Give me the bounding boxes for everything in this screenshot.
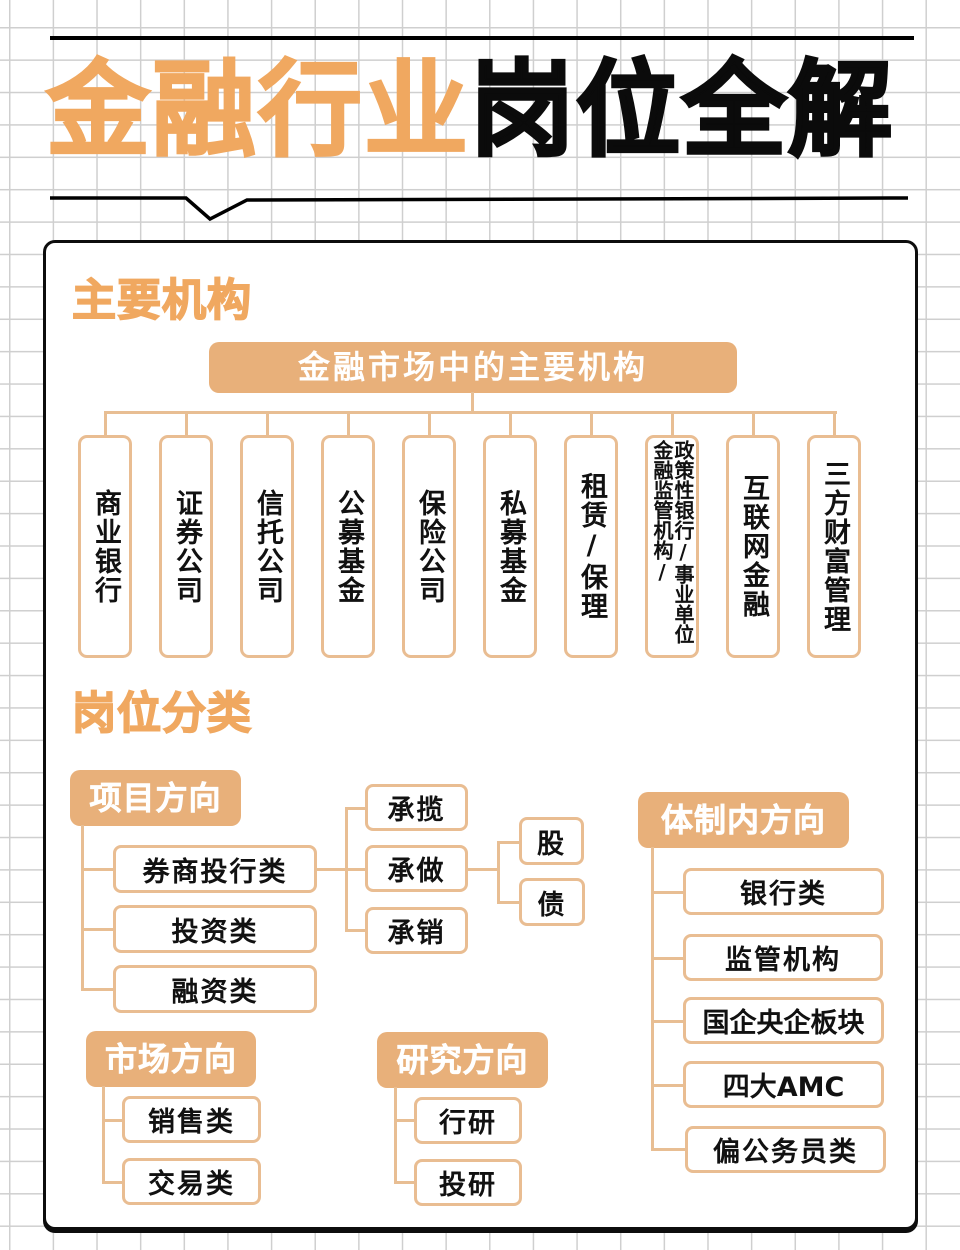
job-equity: 股 <box>519 817 584 865</box>
main-title-black: 岗位全解 <box>469 49 895 171</box>
connector-drop <box>671 411 674 436</box>
category-research-direction: 研究方向 <box>377 1032 548 1088</box>
category-project-direction: 项目方向 <box>70 770 241 826</box>
institution-trust-company: 信托公司 <box>240 435 294 658</box>
category-state-sector-direction: 体制内方向 <box>638 792 849 848</box>
institution-internet-finance: 互联网金融 <box>726 435 780 658</box>
header-top-rule <box>50 36 914 40</box>
connector-system-trunk <box>651 847 654 1150</box>
section-title-job-categories: 岗位分类 <box>71 688 252 740</box>
connector-branch <box>497 901 521 904</box>
institution-label: 私募基金 <box>495 488 526 605</box>
institution-securities-company: 证券公司 <box>159 435 213 658</box>
connector-drop <box>509 411 512 436</box>
main-title-orange: 金融行业 <box>45 49 471 171</box>
institution-label-col2: 金融监管机构/ <box>650 440 674 584</box>
connector-branch <box>651 1148 685 1151</box>
connector-branch <box>81 868 115 871</box>
institution-private-fund: 私募基金 <box>483 435 537 658</box>
connector-branch <box>394 1181 416 1184</box>
institution-commercial-bank: 商业银行 <box>78 435 132 658</box>
connector-branch <box>345 929 367 932</box>
job-ib-underwriting: 承销 <box>365 907 468 954</box>
institution-public-fund: 公募基金 <box>321 435 375 658</box>
institution-label: 公募基金 <box>333 488 364 605</box>
connector-research-trunk <box>394 1087 397 1184</box>
connector-drop <box>590 411 593 436</box>
connector-ib-trunk <box>345 807 348 931</box>
institution-policy-bank-regulator: 政策性银行/事业单位金融监管机构/ <box>645 435 699 658</box>
connector-market-trunk <box>102 1086 105 1184</box>
institution-label: 商业银行 <box>90 488 121 605</box>
job-ib-origination: 承揽 <box>365 784 468 831</box>
connector-branch <box>394 1119 416 1122</box>
connector-drop <box>833 411 836 436</box>
connector-branch <box>497 841 521 844</box>
main-title: 金融行业岗位全解 <box>45 49 926 171</box>
institution-label: 三方财富管理 <box>819 459 850 634</box>
connector-branch <box>651 957 685 960</box>
job-investment: 投资类 <box>113 905 317 953</box>
connector-exec-out <box>467 868 499 871</box>
institution-label: 证券公司 <box>171 488 202 605</box>
job-financing: 融资类 <box>113 965 317 1013</box>
connector-root-stem <box>471 392 474 413</box>
job-debt: 债 <box>519 878 585 926</box>
job-civil-service-like: 偏公务员类 <box>685 1126 886 1173</box>
job-soe: 国企央企板块 <box>683 997 884 1044</box>
institution-wealth-management: 三方财富管理 <box>807 435 861 658</box>
connector-drop <box>185 411 188 436</box>
job-industry-research: 行研 <box>414 1097 522 1144</box>
institution-label: 互联网金融 <box>738 474 769 619</box>
connector-horizontal-bus <box>104 411 837 414</box>
job-trading: 交易类 <box>122 1158 261 1205</box>
connector-branch <box>345 807 367 810</box>
connector-project-trunk <box>81 825 84 990</box>
institution-label: 租赁/保理 <box>576 472 607 621</box>
connector-drop <box>266 411 269 436</box>
connector-ib-out <box>316 868 366 871</box>
connector-drop <box>347 411 350 436</box>
connector-branch <box>102 1181 124 1184</box>
category-market-direction: 市场方向 <box>86 1031 256 1087</box>
job-ib: 券商投行类 <box>113 845 317 893</box>
root-node-main-institutions: 金融市场中的主要机构 <box>209 342 737 393</box>
job-sales: 销售类 <box>122 1096 261 1143</box>
job-investment-research: 投研 <box>414 1159 522 1206</box>
job-ib-execution: 承做 <box>365 845 468 892</box>
connector-exec-trunk <box>497 841 500 903</box>
job-regulators: 监管机构 <box>683 934 883 981</box>
institution-label: 信托公司 <box>252 488 283 605</box>
connector-drop <box>104 411 107 436</box>
job-big-four-amc: 四大AMC <box>683 1061 884 1108</box>
institution-leasing-factoring: 租赁/保理 <box>564 435 618 658</box>
institution-label: 保险公司 <box>414 488 445 605</box>
job-banking: 银行类 <box>683 868 884 915</box>
institution-label-col1: 政策性银行/事业单位 <box>671 440 695 644</box>
connector-branch <box>81 928 115 931</box>
connector-branch <box>651 891 685 894</box>
institution-insurance-company: 保险公司 <box>402 435 456 658</box>
connector-branch <box>651 1084 685 1087</box>
connector-drop <box>752 411 755 436</box>
connector-branch <box>651 1020 685 1023</box>
connector-branch <box>102 1119 124 1122</box>
section-title-institutions: 主要机构 <box>71 275 252 327</box>
connector-drop <box>428 411 431 436</box>
connector-branch <box>81 988 115 991</box>
